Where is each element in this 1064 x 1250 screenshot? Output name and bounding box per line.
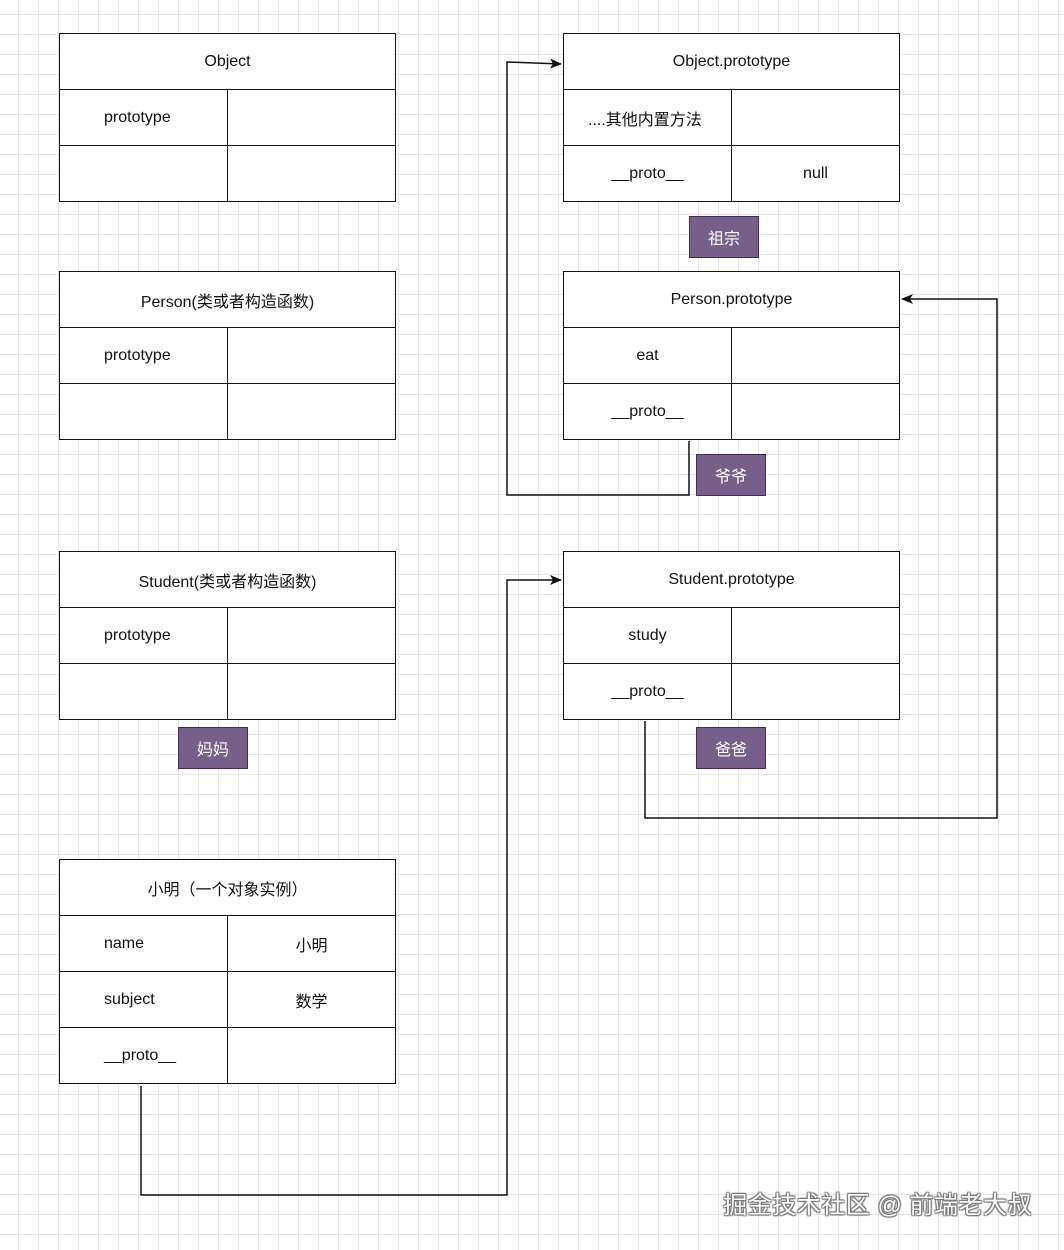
student-table: Student(类或者构造函数) prototype bbox=[59, 551, 396, 720]
object-prototype-key-builtins: ....其他内置方法 bbox=[564, 90, 732, 146]
student-prototype-value-study bbox=[732, 608, 900, 664]
person-prototype-table: Person.prototype eat __proto__ bbox=[563, 271, 900, 440]
tag-baba: 爸爸 bbox=[696, 727, 766, 769]
object-empty-key bbox=[60, 146, 228, 202]
tag-yeye: 爷爷 bbox=[696, 454, 766, 496]
person-title: Person(类或者构造函数) bbox=[60, 272, 396, 328]
student-empty-value bbox=[228, 664, 396, 720]
xiaoming-value-proto bbox=[228, 1028, 396, 1084]
person-prototype-key-eat: eat bbox=[564, 328, 732, 384]
student-empty-key bbox=[60, 664, 228, 720]
object-key-prototype: prototype bbox=[60, 90, 228, 146]
student-prototype-title: Student.prototype bbox=[564, 552, 900, 608]
xiaoming-key-proto: __proto__ bbox=[60, 1028, 228, 1084]
person-key-prototype: prototype bbox=[60, 328, 228, 384]
person-prototype-key-proto: __proto__ bbox=[564, 384, 732, 440]
object-title: Object bbox=[60, 34, 396, 90]
person-prototype-value-proto bbox=[732, 384, 900, 440]
xiaoming-title: 小明（一个对象实例） bbox=[60, 860, 396, 916]
object-prototype-value-builtins bbox=[732, 90, 900, 146]
student-prototype-key-study: study bbox=[564, 608, 732, 664]
person-prototype-value-eat bbox=[732, 328, 900, 384]
student-key-prototype: prototype bbox=[60, 608, 228, 664]
xiaoming-table: 小明（一个对象实例） name 小明 subject 数学 __proto__ bbox=[59, 859, 396, 1084]
student-value-prototype bbox=[228, 608, 396, 664]
person-value-prototype bbox=[228, 328, 396, 384]
person-empty-value bbox=[228, 384, 396, 440]
object-prototype-table: Object.prototype ....其他内置方法 __proto__ nu… bbox=[563, 33, 900, 202]
edge-student-prototype-to-person-prototype bbox=[644, 294, 998, 819]
edge-xiaoming-to-student-prototype bbox=[140, 575, 562, 1196]
student-title: Student(类或者构造函数) bbox=[60, 552, 396, 608]
person-empty-key bbox=[60, 384, 228, 440]
object-table: Object prototype bbox=[59, 33, 396, 202]
tag-mama: 妈妈 bbox=[178, 727, 248, 769]
student-prototype-value-proto bbox=[732, 664, 900, 720]
edge-person-prototype-to-object-prototype bbox=[506, 58, 690, 496]
xiaoming-value-name: 小明 bbox=[228, 916, 396, 972]
person-prototype-title: Person.prototype bbox=[564, 272, 900, 328]
xiaoming-value-subject: 数学 bbox=[228, 972, 396, 1028]
object-prototype-value-proto: null bbox=[732, 146, 900, 202]
student-prototype-table: Student.prototype study __proto__ bbox=[563, 551, 900, 720]
object-prototype-title: Object.prototype bbox=[564, 34, 900, 90]
xiaoming-key-name: name bbox=[60, 916, 228, 972]
watermark: 掘金技术社区 @ 前端老大叔 bbox=[723, 1192, 1032, 1219]
xiaoming-key-subject: subject bbox=[60, 972, 228, 1028]
object-empty-value bbox=[228, 146, 396, 202]
object-prototype-key-proto: __proto__ bbox=[564, 146, 732, 202]
tag-zuzong: 祖宗 bbox=[689, 216, 759, 258]
person-table: Person(类或者构造函数) prototype bbox=[59, 271, 396, 440]
student-prototype-key-proto: __proto__ bbox=[564, 664, 732, 720]
object-value-prototype bbox=[228, 90, 396, 146]
